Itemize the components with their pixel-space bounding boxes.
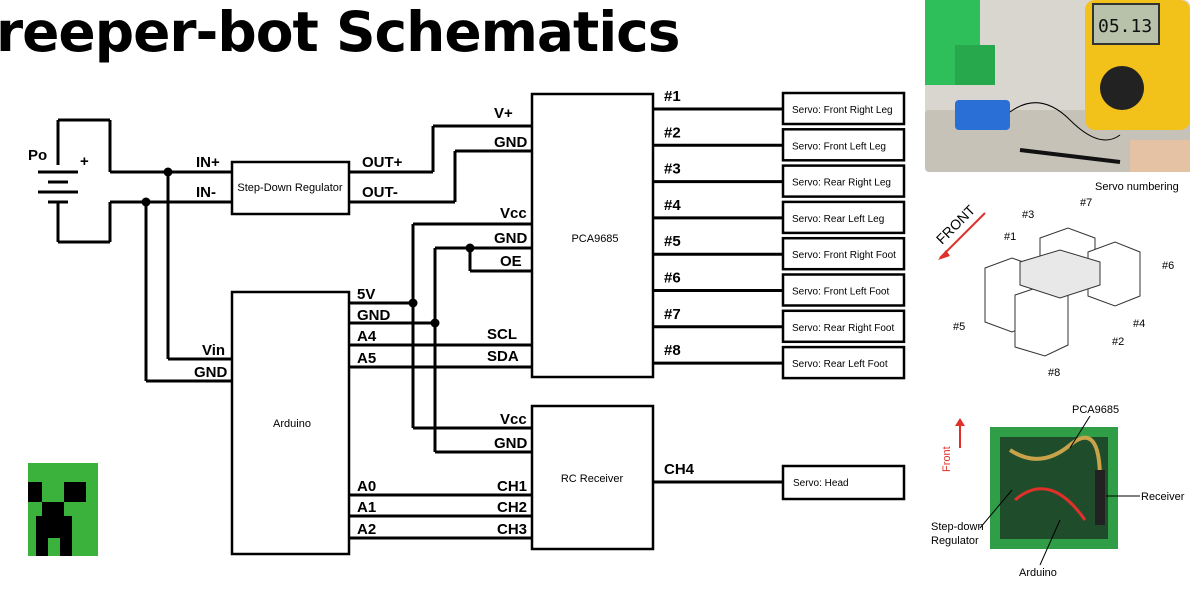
multimeter-photo: 05.13 <box>925 0 1190 172</box>
servo-label: Servo: Rear Right Foot <box>792 323 894 334</box>
servo-pin-label: #1 <box>664 88 681 105</box>
box-pca-label: PCA9685 <box>1072 404 1119 416</box>
receiver-ch1-label: CH1 <box>497 478 527 495</box>
servo-box <box>781 91 906 126</box>
servo-pin-label: #3 <box>664 161 681 178</box>
servo-box <box>781 345 906 380</box>
arduino-a1-label: A1 <box>357 499 376 516</box>
battery-symbol <box>38 118 112 244</box>
arduino-a0-label: A0 <box>357 478 376 495</box>
arduino-name: Arduino <box>273 418 311 430</box>
pca-vcc-label: Vcc <box>500 205 527 222</box>
servo-box <box>781 273 906 307</box>
servo-pin-label: #4 <box>664 197 681 214</box>
page-title: reeper-bot Schematics <box>0 0 681 64</box>
pca-sda-label: SDA <box>487 348 519 365</box>
regulator-name: Step-Down Regulator <box>237 182 343 194</box>
pca-oe-label: OE <box>500 253 522 270</box>
servo-label: Servo: Rear Left Leg <box>792 214 884 225</box>
servo-pin-label: #6 <box>664 270 681 287</box>
servo-number-label: #4 <box>1133 318 1145 330</box>
servo-box <box>781 164 906 198</box>
arduino-box <box>230 290 351 556</box>
battery-plus-label: + <box>80 153 89 170</box>
regulator-in-minus: IN- <box>196 184 216 201</box>
regulator-out-minus: OUT- <box>362 184 398 201</box>
servo-box <box>781 200 906 235</box>
receiver-ch4-label: CH4 <box>664 461 695 478</box>
box-receiver-label: Receiver <box>1141 491 1185 503</box>
servo-number-label: #2 <box>1112 336 1124 348</box>
pca-gnd2-label: GND <box>494 230 528 247</box>
servo-number-labels: #1 #2 #3 #4 #5 #6 #7 #8 <box>953 197 1174 379</box>
rc-receiver-box <box>530 404 655 551</box>
servo-pin-label: #2 <box>664 124 681 141</box>
creeper-logo <box>28 463 98 556</box>
robot-isometric <box>984 227 1141 357</box>
battery-label: Po <box>28 147 47 164</box>
box-arduino-label: Arduino <box>1019 567 1057 579</box>
servo-number-label: #5 <box>953 321 965 333</box>
arduino-a5-label: A5 <box>357 350 376 367</box>
pca9685-box <box>530 92 655 379</box>
pca-scl-label: SCL <box>487 326 517 343</box>
servo-box <box>781 128 906 162</box>
arduino-a4-label: A4 <box>357 328 377 345</box>
receiver-ch2-label: CH2 <box>497 499 527 516</box>
arduino-vin-label: Vin <box>202 342 225 359</box>
servo-label: Servo: Front Right Leg <box>792 105 893 116</box>
servo-label: Servo: Front Left Foot <box>792 287 889 298</box>
arduino-gnd-label: GND <box>357 307 391 324</box>
receiver-ch3-label: CH3 <box>497 521 527 538</box>
servo-pin-label: #5 <box>664 233 681 250</box>
servo-numbering-title: Servo numbering <box>1095 181 1179 193</box>
servo-box <box>781 309 906 344</box>
arduino-5v-label: 5V <box>357 286 375 303</box>
servo-pin-label: #8 <box>664 342 681 359</box>
servo-head-label: Servo: Head <box>793 478 849 489</box>
box-regulator-line1: Step-down <box>931 521 984 533</box>
servo-number-label: #6 <box>1162 260 1174 272</box>
step-down-regulator-box <box>230 160 351 216</box>
regulator-out-plus: OUT+ <box>362 154 403 171</box>
box-regulator-line2: Regulator <box>931 535 979 547</box>
servo-head-box <box>781 464 906 501</box>
servo-label: Servo: Rear Right Leg <box>792 178 891 189</box>
servo-number-label: #7 <box>1080 197 1092 209</box>
pca-gnd1-label: GND <box>494 134 528 151</box>
servo-box <box>781 236 906 271</box>
servo-label: Servo: Rear Left Foot <box>792 359 888 370</box>
box-front-label: Front <box>941 446 953 472</box>
servo-label: Servo: Front Left Leg <box>792 141 886 152</box>
servo-pin-label: #7 <box>664 306 681 323</box>
front-label: FRONT <box>933 201 979 247</box>
arduino-gnd-in-label: GND <box>194 364 228 381</box>
receiver-gnd-label: GND <box>494 435 528 452</box>
servo-label: Servo: Front Right Foot <box>792 250 896 261</box>
pca-vplus-label: V+ <box>494 105 513 122</box>
regulator-in-plus: IN+ <box>196 154 220 171</box>
pca9685-name: PCA9685 <box>571 233 618 245</box>
multimeter-reading: 05.13 <box>1098 16 1152 37</box>
servo-number-label: #3 <box>1022 209 1034 221</box>
receiver-name: RC Receiver <box>561 473 624 485</box>
servo-number-label: #8 <box>1048 367 1060 379</box>
receiver-vcc-label: Vcc <box>500 411 527 428</box>
arduino-a2-label: A2 <box>357 521 376 538</box>
servo-number-label: #1 <box>1004 231 1016 243</box>
